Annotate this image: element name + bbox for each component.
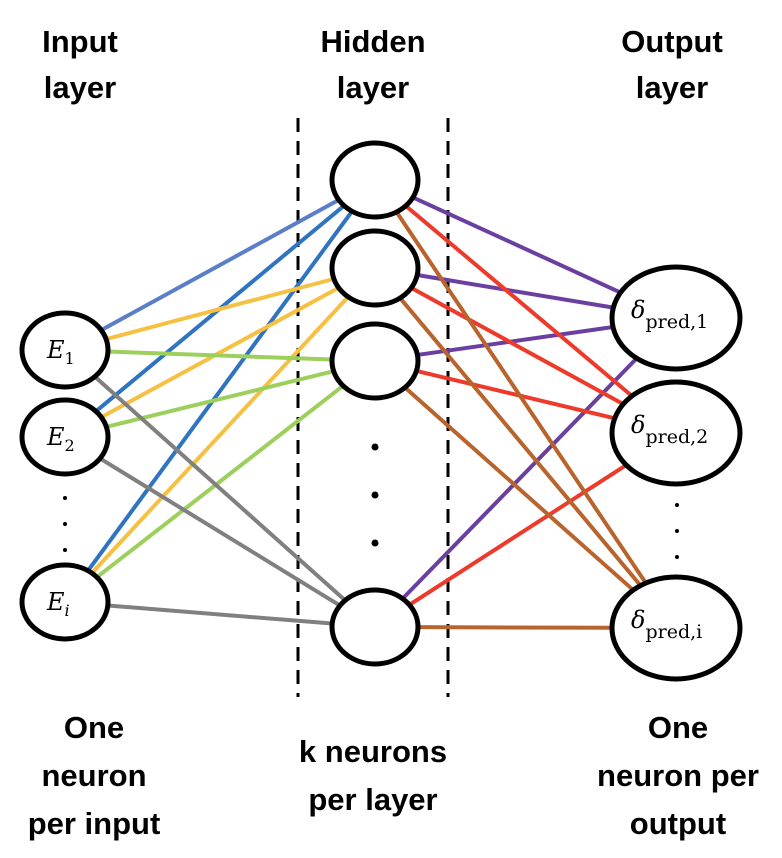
ellipsis-dot [371, 539, 379, 547]
neuron-circle [329, 587, 421, 667]
neuron-symbol: δ [631, 606, 645, 634]
neuron-label: Ei [46, 588, 70, 620]
edge-Ei-H3 [95, 384, 345, 579]
neuron-circle [609, 379, 743, 487]
hidden-neuron-H3 [329, 321, 421, 401]
neuron-subscript: 2 [65, 436, 75, 455]
edge-E1-H1 [100, 198, 340, 332]
neuron-circle [329, 228, 421, 308]
hidden-ellipsis-dots [371, 443, 379, 547]
edge-Ei-Hk [107, 603, 333, 626]
neuron-circle [609, 264, 743, 372]
output-neuron-Oi: δpred,i [609, 574, 743, 682]
heading-hidden-line2: layer [337, 70, 409, 105]
neuron-circle [329, 140, 421, 220]
edge-H1-O2 [404, 204, 634, 398]
edge-H3-O2 [415, 368, 616, 421]
neuron-circle [19, 310, 111, 390]
caption-hidden-line2: per layer [308, 782, 437, 817]
neuron-label: E2 [46, 423, 75, 455]
edge-E1-Hk [93, 375, 347, 602]
ellipsis-dot [63, 522, 67, 526]
edge-E1-H2 [105, 276, 335, 342]
hidden-neuron-Hk [329, 587, 421, 667]
edge-Hk-Oi [417, 625, 613, 630]
neuron-symbol: E [46, 336, 65, 364]
heading-input-line1: Input [42, 24, 118, 59]
input-neuron-E1: E1 [19, 310, 111, 390]
ellipsis-dot [63, 496, 67, 500]
edge-H3-Oi [403, 386, 635, 592]
edges [86, 195, 648, 630]
caption-input-line3: per input [28, 806, 161, 841]
heading-input-layer: Input layer [42, 24, 118, 105]
edge-H1-Oi [394, 210, 648, 585]
edge-Hk-O2 [408, 463, 628, 607]
edge-H2-Oi [398, 296, 643, 587]
neuron-label: E1 [46, 336, 75, 368]
neuron-subscript: 1 [65, 349, 75, 368]
heading-output-layer: Output layer [621, 24, 723, 105]
output-ellipsis-dots [675, 503, 679, 559]
neuron-label: δpred,i [631, 606, 702, 643]
edge-H3-O1 [417, 325, 614, 357]
edge-E2-H2 [100, 286, 340, 419]
ellipsis-dot [63, 548, 67, 552]
edge-Ei-H1 [86, 210, 354, 572]
caption-output-line1: One [648, 710, 708, 745]
neuron-symbol: E [46, 423, 65, 451]
ellipsis-dot [675, 555, 679, 559]
input-ellipsis-dots [63, 496, 67, 552]
neuron-symbol: δ [631, 296, 645, 324]
caption-hidden-line1: k neurons [299, 734, 447, 769]
ellipsis-dot [675, 529, 679, 533]
hidden-neuron-H2 [329, 228, 421, 308]
edge-H2-O2 [410, 286, 625, 406]
ellipsis-dot [371, 443, 379, 451]
neuron-subscript: i [65, 601, 70, 620]
neuron-circle [19, 562, 111, 642]
heading-output-line2: layer [636, 70, 708, 105]
edge-E2-H3 [105, 369, 335, 429]
input-neuron-Ei: Ei [19, 562, 111, 642]
neuron-subscript: pred,i [645, 621, 702, 643]
edge-Hk-O1 [401, 356, 639, 601]
edge-H2-O1 [416, 273, 614, 310]
neuron-subscript: pred,1 [645, 311, 708, 333]
caption-hidden: k neurons per layer [299, 734, 447, 817]
ellipsis-dot [371, 491, 379, 499]
heading-input-line2: layer [44, 70, 116, 105]
caption-output-line2: neuron per [597, 758, 759, 793]
neuron-subscript: pred,2 [645, 426, 708, 448]
edge-H1-O1 [412, 195, 622, 295]
edge-E1-H3 [107, 349, 333, 362]
caption-input-line2: neuron [41, 758, 146, 793]
neuron-circle [19, 397, 111, 477]
edge-E2-Hk [98, 456, 342, 608]
neuron-label: δpred,1 [631, 296, 708, 333]
heading-output-line1: Output [621, 24, 723, 59]
output-neuron-O2: δpred,2 [609, 379, 743, 487]
neuron-circle [329, 321, 421, 401]
output-neuron-O1: δpred,1 [609, 264, 743, 372]
input-neuron-E2: E2 [19, 397, 111, 477]
ellipsis-dot [675, 503, 679, 507]
caption-output-line3: output [630, 806, 726, 841]
caption-output: One neuron per output [597, 710, 759, 841]
caption-input: One neuron per input [28, 710, 161, 841]
caption-input-line1: One [64, 710, 124, 745]
heading-hidden-layer: Hidden layer [320, 24, 425, 105]
neuron-symbol: δ [631, 411, 645, 439]
heading-hidden-line1: Hidden [320, 24, 425, 59]
edge-Ei-H2 [90, 295, 350, 575]
neuron-label: δpred,2 [631, 411, 708, 448]
hidden-neuron-H1 [329, 140, 421, 220]
neuron-symbol: E [46, 588, 65, 616]
neuron-circle [609, 574, 743, 682]
